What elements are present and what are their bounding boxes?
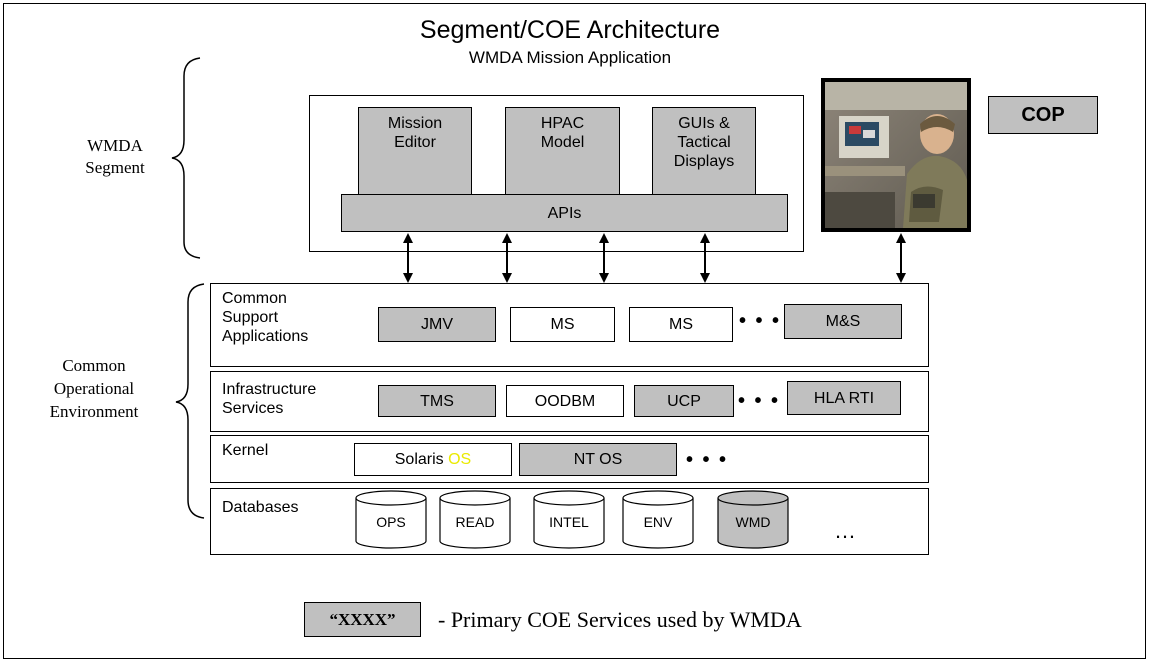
ms-box-1: MS <box>510 307 615 342</box>
csa-layer-label: Common Support Applications <box>222 290 309 345</box>
jmv-box: JMV <box>378 307 496 342</box>
db-cylinder-intel <box>533 490 605 549</box>
db-label-intel: INTEL <box>549 514 589 530</box>
wmda-segment-label: WMDA Segment <box>85 136 145 177</box>
legend-key-box: “XXXX” <box>304 602 421 637</box>
solaris-os-box: Solaris OS <box>354 443 512 476</box>
tms-box: TMS <box>378 385 496 417</box>
databases-more-ellipsis: … <box>834 518 856 543</box>
solaris-os-suffix: OS <box>448 451 472 468</box>
db-cylinder-wmd <box>717 490 789 549</box>
kernel-layer-label: Kernel <box>222 442 269 459</box>
diagram-border <box>3 3 1146 659</box>
operator-workstation-picture <box>825 82 967 228</box>
solaris-label: Solaris <box>394 451 444 468</box>
diagram-subtitle: WMDA Mission Application <box>468 48 672 67</box>
db-label-ops: OPS <box>376 514 406 530</box>
api-arrows <box>403 233 906 283</box>
legend-text: - Primary COE Services used by WMDA <box>438 607 802 632</box>
databases-layer-label: Databases <box>222 499 299 516</box>
cop-image <box>821 78 971 232</box>
db-cylinder-read <box>439 490 511 549</box>
wmda-segment-brace <box>171 57 201 259</box>
db-label-wmd: WMD <box>736 514 771 530</box>
infra-layer-label: Infrastructure Services <box>222 381 317 417</box>
db-cylinder-ops <box>355 490 427 549</box>
apis-bar: APIs <box>341 194 788 232</box>
diagram-title: Segment/COE Architecture <box>419 15 721 44</box>
coe-label: Common Operational Environment <box>49 355 139 421</box>
db-cylinder-env <box>622 490 694 549</box>
db-label-read: READ <box>456 514 495 530</box>
hla-rti-box: HLA RTI <box>787 381 901 415</box>
nt-os-box: NT OS <box>519 443 677 476</box>
db-label-env: ENV <box>644 514 673 530</box>
infra-more-ellipsis: • • • <box>737 389 781 412</box>
kernel-more-ellipsis: • • • <box>685 448 729 471</box>
coe-brace <box>175 283 205 519</box>
csa-more-ellipsis: • • • <box>738 309 782 332</box>
ucp-box: UCP <box>634 385 734 417</box>
mission-editor-box: Mission Editor <box>358 107 472 197</box>
ms-and-s-box: M&S <box>784 304 902 339</box>
cop-label: COP <box>988 96 1098 134</box>
oodbm-box: OODBM <box>506 385 624 417</box>
ms-box-2: MS <box>629 307 733 342</box>
